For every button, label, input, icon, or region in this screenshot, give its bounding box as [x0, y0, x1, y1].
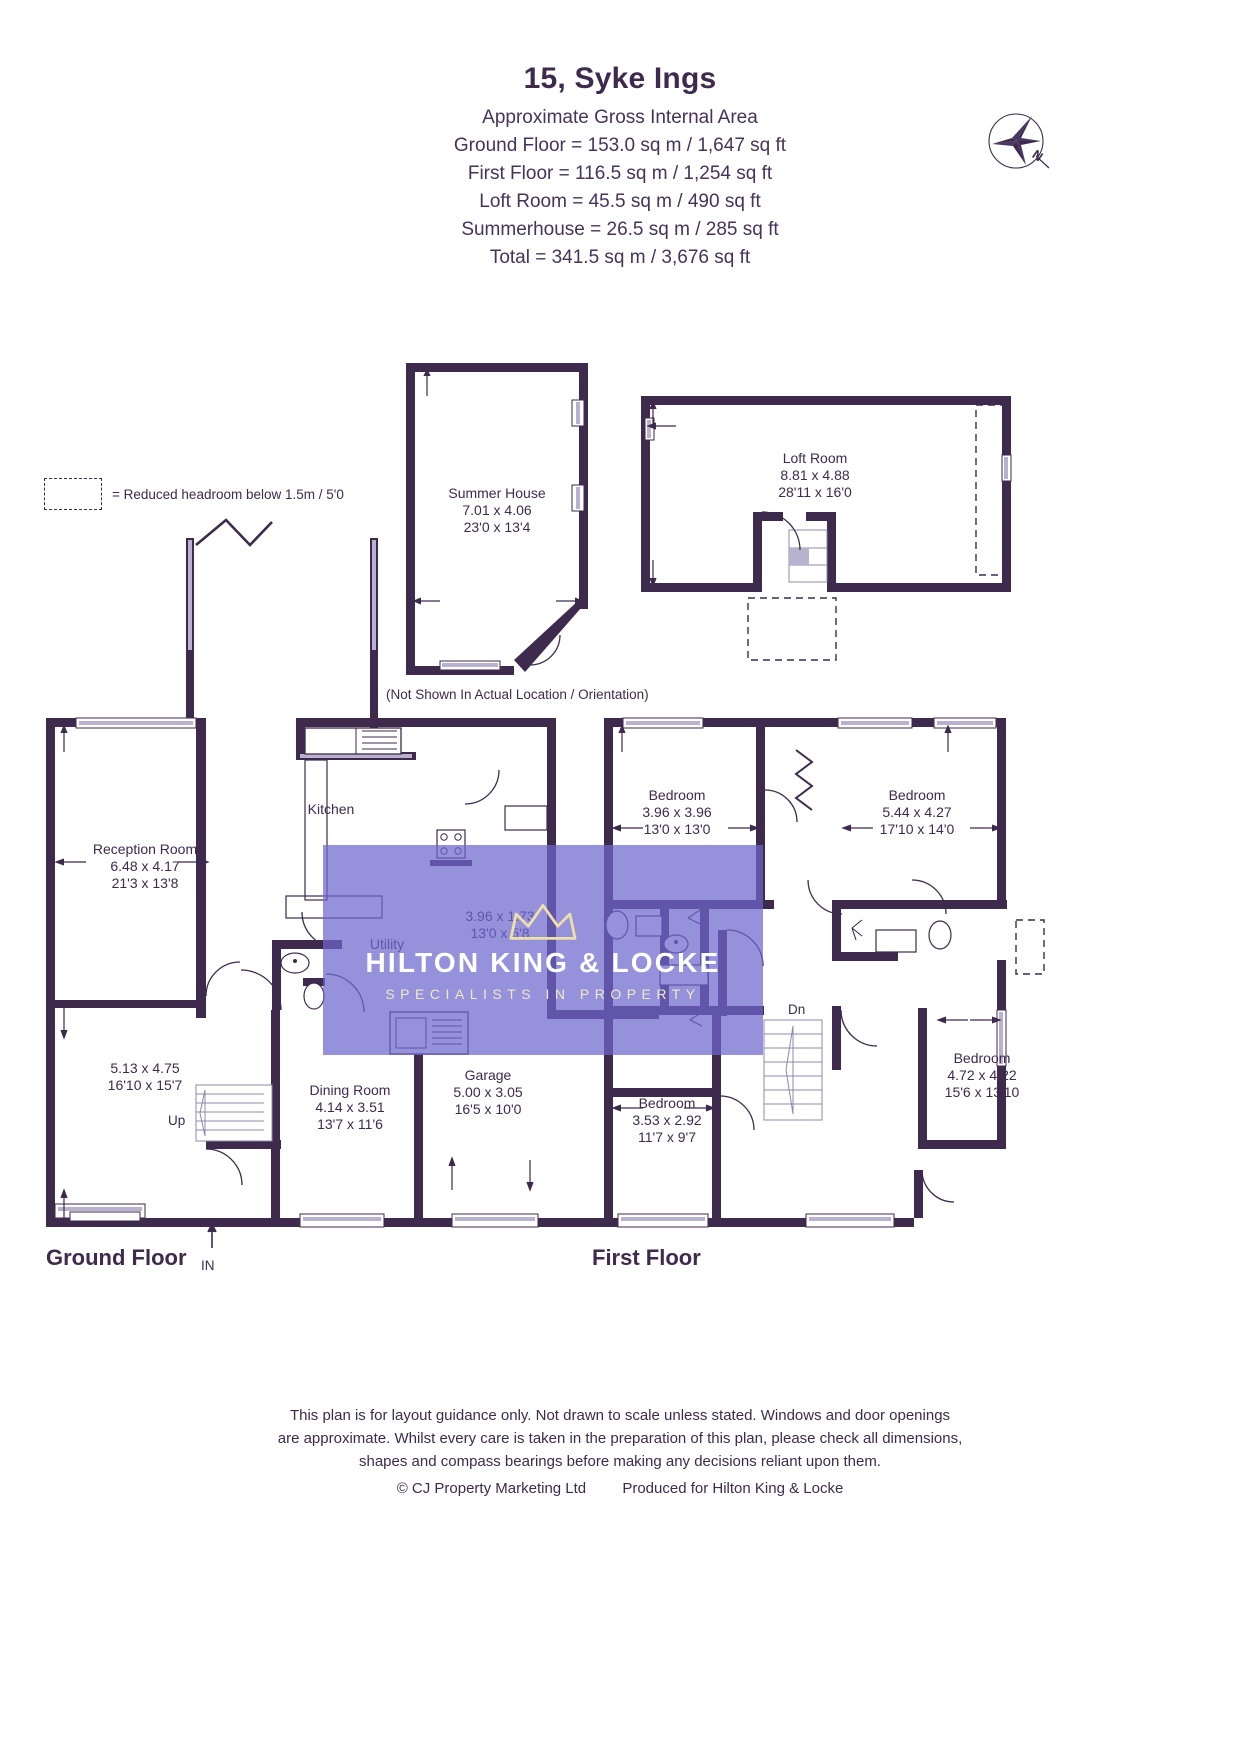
- footer-credits: © CJ Property Marketing Ltd Produced for…: [0, 1477, 1240, 1500]
- room-name: Loft Room: [782, 450, 848, 466]
- room-name: Summer House: [448, 485, 546, 501]
- room-label-bedroom-4: Bedroom 4.72 x 4.22 15'6 x 13'10: [902, 1050, 1062, 1101]
- room-name: Bedroom: [888, 787, 946, 803]
- room-label-reception-room: Reception Room 6.48 x 4.17 21'3 x 13'8: [50, 841, 240, 892]
- room-metric: 4.14 x 3.51: [315, 1099, 385, 1115]
- area-total: Total = 341.5 sq m / 3,676 sq ft: [489, 247, 751, 268]
- crown-icon: [509, 904, 577, 940]
- room-name: Bedroom: [648, 787, 706, 803]
- room-imperial: 11'7 x 9'7: [637, 1129, 697, 1145]
- footer: This plan is for layout guidance only. N…: [0, 1404, 1240, 1500]
- room-name: Garage: [464, 1067, 512, 1083]
- room-imperial: 13'0 x 13'0: [643, 821, 711, 837]
- room-metric: 5.13 x 4.75: [110, 1060, 180, 1076]
- first-floor-title: First Floor: [592, 1245, 701, 1270]
- room-imperial: 16'5 x 10'0: [454, 1101, 522, 1117]
- area-summerhouse: Summerhouse = 26.5 sq m / 285 sq ft: [461, 219, 779, 240]
- watermark-tagline: SPECIALISTS IN PROPERTY: [385, 986, 701, 1002]
- area-loft: Loft Room = 45.5 sq m / 490 sq ft: [479, 191, 761, 212]
- room-metric: 4.72 x 4.22: [947, 1067, 1017, 1083]
- room-label-kitchen: Kitchen: [286, 801, 376, 818]
- summer-house-location-note: (Not Shown In Actual Location / Orientat…: [386, 687, 649, 702]
- legend-reduced-headroom: = Reduced headroom below 1.5m / 5'0: [44, 478, 344, 510]
- room-imperial: 15'6 x 13'10: [944, 1084, 1020, 1100]
- room-label-dining-room: Dining Room 4.14 x 3.51 13'7 x 11'6: [280, 1082, 420, 1133]
- entry-label: IN: [201, 1258, 215, 1273]
- room-imperial: 13'7 x 11'6: [317, 1116, 383, 1132]
- stairs-up-label: Up: [168, 1113, 186, 1128]
- watermark-brand: HILTON KING & LOCKE: [365, 947, 721, 978]
- room-label-loft-room: Loft Room 8.81 x 4.88 28'11 x 16'0: [725, 450, 905, 501]
- room-metric: 6.48 x 4.17: [110, 858, 180, 874]
- room-metric: 7.01 x 4.06: [462, 502, 532, 518]
- copyright-text: © CJ Property Marketing Ltd: [396, 1480, 587, 1497]
- room-label-second-reception: 5.13 x 4.75 16'10 x 15'7: [50, 1060, 240, 1094]
- room-metric: 5.00 x 3.05: [453, 1084, 523, 1100]
- stairs-down-label: Dn: [788, 1002, 806, 1017]
- disclaimer-line-3: shapes and compass bearings before makin…: [359, 1453, 881, 1470]
- room-imperial: 17'10 x 14'0: [879, 821, 955, 837]
- watermark-overlay: HILTON KING & LOCKE SPECIALISTS IN PROPE…: [323, 845, 763, 1055]
- room-label-bedroom-2: Bedroom 5.44 x 4.27 17'10 x 14'0: [832, 787, 1002, 838]
- room-label-bedroom-1: Bedroom 3.96 x 3.96 13'0 x 13'0: [597, 787, 757, 838]
- room-imperial: 16'10 x 15'7: [107, 1077, 183, 1093]
- room-name: Reception Room: [92, 841, 198, 857]
- room-name: Kitchen: [307, 801, 355, 817]
- room-metric: 3.53 x 2.92: [632, 1112, 702, 1128]
- legend-text: = Reduced headroom below 1.5m / 5'0: [112, 486, 344, 502]
- compass-rose-icon: N: [983, 108, 1053, 178]
- room-name: Dining Room: [309, 1082, 391, 1098]
- room-imperial: 28'11 x 16'0: [778, 484, 852, 500]
- area-subtitle: Approximate Gross Internal Area: [482, 107, 758, 128]
- room-metric: 8.81 x 4.88: [780, 467, 850, 483]
- disclaimer-line-2: are approximate. Whilst every care is ta…: [277, 1430, 963, 1447]
- area-ground: Ground Floor = 153.0 sq m / 1,647 sq ft: [453, 135, 787, 156]
- room-label-garage: Garage 5.00 x 3.05 16'5 x 10'0: [425, 1067, 551, 1118]
- room-label-bedroom-3: Bedroom 3.53 x 2.92 11'7 x 9'7: [592, 1095, 742, 1146]
- room-name: Bedroom: [638, 1095, 696, 1111]
- room-imperial: 23'0 x 13'4: [463, 519, 531, 535]
- area-first: First Floor = 116.5 sq m / 1,254 sq ft: [467, 163, 773, 184]
- room-metric: 3.96 x 3.96: [642, 804, 712, 820]
- produced-for-text: Produced for Hilton King & Locke: [622, 1480, 844, 1497]
- page-title: 15, Syke Ings: [523, 62, 717, 95]
- ground-floor-title: Ground Floor: [46, 1245, 187, 1270]
- room-name: Bedroom: [953, 1050, 1011, 1066]
- room-imperial: 21'3 x 13'8: [111, 875, 179, 891]
- legend-swatch: [44, 478, 102, 510]
- room-label-summer-house: Summer House 7.01 x 4.06 23'0 x 13'4: [402, 485, 592, 536]
- header: 15, Syke Ings Approximate Gross Internal…: [0, 62, 1240, 272]
- disclaimer-line-1: This plan is for layout guidance only. N…: [289, 1407, 951, 1424]
- area-summary: Approximate Gross Internal Area Ground F…: [0, 104, 1240, 272]
- room-metric: 5.44 x 4.27: [882, 804, 952, 820]
